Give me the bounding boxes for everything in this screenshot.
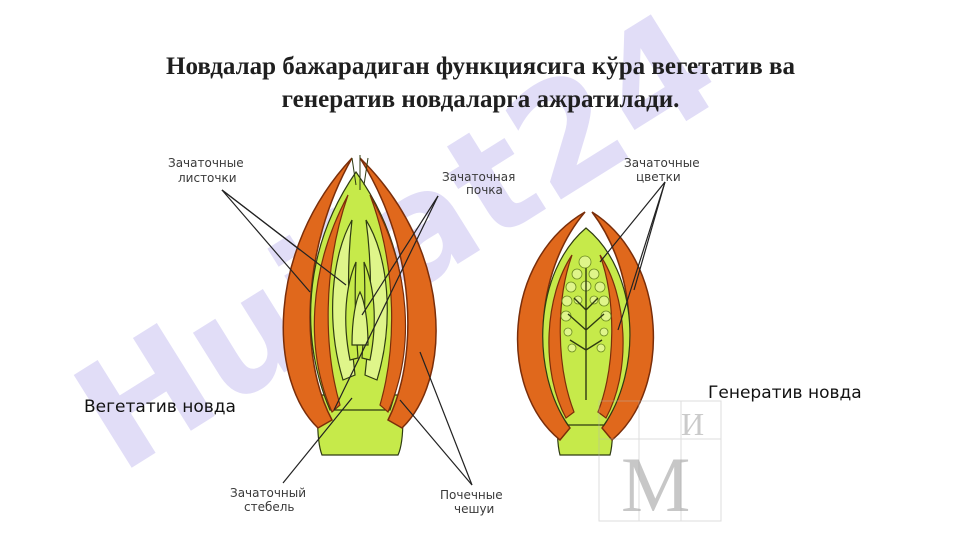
logo-letter-top: И: [681, 406, 704, 442]
title-line-2: генератив новдаларга ажратилади.: [281, 86, 680, 113]
vegetative-inner-scale-right: [369, 194, 407, 413]
generative-inner-scale-left: [548, 254, 575, 419]
inflorescence-axis: [567, 268, 605, 400]
flower-primordia-cluster: [560, 255, 612, 353]
label-stem-primordium-2: стебель: [244, 500, 295, 514]
generative-inner-scale-right: [597, 254, 624, 419]
vegetative-bud: [282, 155, 437, 456]
vegetative-growing-tip: [351, 290, 369, 346]
vegetative-tip-lines: [351, 155, 369, 190]
generative-bud: [516, 211, 655, 456]
label-bud-primordium-1: Зачаточная: [442, 170, 515, 184]
label-flower-primordia-2: цветки: [636, 170, 681, 184]
slide-title: Новдалар бажарадиган функциясига кўра ве…: [60, 50, 901, 116]
title-line-1: Новдалар бажарадиган функциясига кўра ве…: [166, 53, 795, 80]
logo: И М: [598, 400, 722, 523]
label-stem-primordium-1: Зачаточный: [230, 486, 306, 500]
logo-letter-bottom: М: [621, 441, 690, 523]
label-bud-scales-1: Почечные: [440, 488, 503, 502]
pointer-lines: [221, 181, 666, 486]
label-flower-primordia-1: Зачаточные: [624, 156, 700, 170]
caption-generative-shoot: Генератив новда: [708, 383, 862, 403]
label-bud-scales-2: чешуи: [454, 502, 494, 516]
label-leaf-primordia-2: листочки: [178, 171, 237, 185]
diagram-labels: Зачаточные листочки Зачаточная почка Зач…: [168, 156, 700, 516]
caption-vegetative-shoot: Вегетатив новда: [84, 397, 236, 417]
vegetative-inner-scale-left: [313, 194, 349, 413]
label-leaf-primordia-1: Зачаточные: [168, 156, 244, 170]
label-bud-primordium-2: почка: [466, 183, 503, 197]
